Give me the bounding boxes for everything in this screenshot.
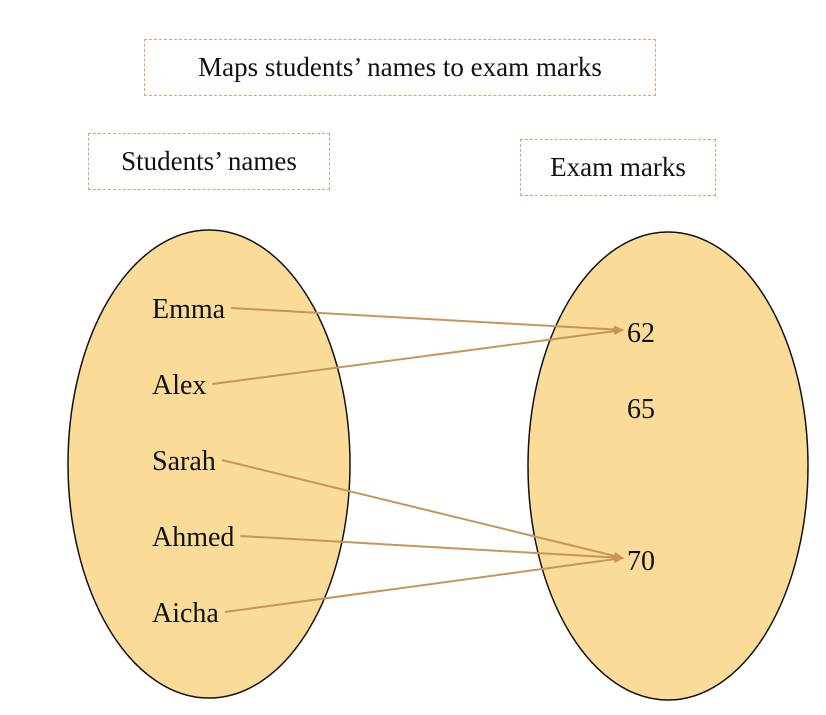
mapping-arrows <box>212 307 624 613</box>
arrow-sarah-to-70 <box>221 459 624 560</box>
domain-item-alex: Alex <box>152 370 206 401</box>
codomain-item-65: 65 <box>627 394 655 425</box>
codomain-set <box>527 231 809 701</box>
arrow-aicha-to-70 <box>224 555 624 613</box>
arrow-alex-to-62 <box>212 327 624 385</box>
domain-label: Students’ names <box>88 133 330 190</box>
codomain-label: Exam marks <box>520 139 716 196</box>
domain-item-aicha: Aicha <box>152 598 219 629</box>
diagram-title: Maps students’ names to exam marks <box>144 39 656 96</box>
codomain-item-70: 70 <box>627 546 655 577</box>
domain-set <box>67 229 351 699</box>
domain-item-emma: Emma <box>152 294 226 325</box>
arrow-ahmed-to-70 <box>240 535 624 562</box>
codomain-item-62: 62 <box>627 318 655 349</box>
codomain-elements: 62 65 70 <box>627 318 655 577</box>
domain-item-ahmed: Ahmed <box>152 522 234 553</box>
domain-item-sarah: Sarah <box>152 446 216 477</box>
arrow-emma-to-62 <box>231 307 624 334</box>
